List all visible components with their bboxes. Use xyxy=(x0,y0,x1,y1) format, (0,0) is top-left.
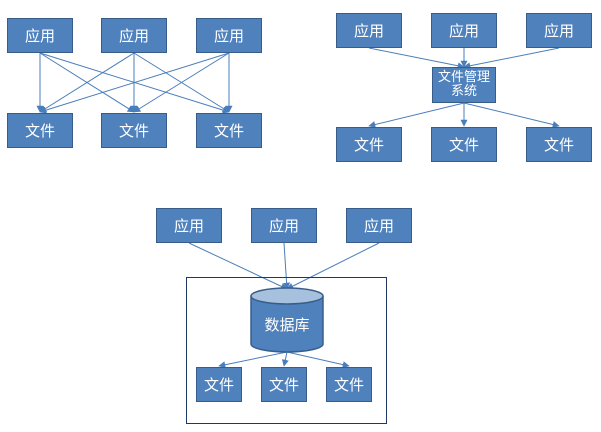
connector-b-app-2 xyxy=(463,47,560,70)
file-label: 文件 xyxy=(268,376,299,394)
connector-c-file-1 xyxy=(281,351,289,367)
connector-b-file-2 xyxy=(463,102,560,128)
manager-label: 文件管理系统 xyxy=(437,70,490,99)
file-label: 文件 xyxy=(353,136,384,154)
file-label: 文件 xyxy=(333,376,364,394)
app-box-c1: 应用 xyxy=(156,208,222,243)
file-management-system-box: 文件管理系统 xyxy=(432,67,496,103)
app-box-b1: 应用 xyxy=(336,13,402,48)
file-box-a1: 文件 xyxy=(7,113,73,148)
file-label: 文件 xyxy=(543,136,574,154)
file-box-c2: 文件 xyxy=(261,367,307,402)
connector-c-file-2 xyxy=(286,351,350,369)
database-cylinder-icon xyxy=(250,287,324,353)
database-container-frame xyxy=(186,277,387,424)
file-box-a3: 文件 xyxy=(196,113,262,148)
file-label: 文件 xyxy=(213,122,244,140)
connector-b-file-0 xyxy=(368,102,465,128)
file-box-b1: 文件 xyxy=(336,127,402,162)
app-label: 应用 xyxy=(363,217,394,235)
connector-b-app-0 xyxy=(368,47,465,70)
app-box-a3: 应用 xyxy=(196,18,262,53)
file-box-a2: 文件 xyxy=(101,113,167,148)
app-box-c3: 应用 xyxy=(346,208,412,243)
file-label: 文件 xyxy=(448,136,479,154)
app-label: 应用 xyxy=(213,27,244,45)
file-box-c3: 文件 xyxy=(326,367,372,402)
file-box-b2: 文件 xyxy=(431,127,497,162)
database-label: 数据库 xyxy=(264,316,310,334)
file-box-b3: 文件 xyxy=(526,127,592,162)
file-box-c1: 文件 xyxy=(196,367,242,402)
app-label: 应用 xyxy=(118,27,149,45)
app-label: 应用 xyxy=(448,22,479,40)
app-box-a1: 应用 xyxy=(7,18,73,53)
app-label: 应用 xyxy=(24,27,55,45)
app-box-b2: 应用 xyxy=(431,13,497,48)
connector-a-1-0 xyxy=(39,52,135,113)
connector-a-2-0 xyxy=(39,52,230,114)
app-label: 应用 xyxy=(268,217,299,235)
file-label: 文件 xyxy=(203,376,234,394)
connector-a-2-1 xyxy=(133,52,230,113)
connector-c-app-1 xyxy=(283,242,291,290)
file-label: 文件 xyxy=(24,122,55,140)
app-box-a2: 应用 xyxy=(101,18,167,53)
app-box-b3: 应用 xyxy=(526,13,592,48)
app-label: 应用 xyxy=(173,217,204,235)
connector-c-app-0 xyxy=(188,242,288,290)
connector-c-app-2 xyxy=(286,242,380,290)
app-box-c2: 应用 xyxy=(251,208,317,243)
app-label: 应用 xyxy=(353,22,384,40)
file-label: 文件 xyxy=(118,122,149,140)
connector-c-file-0 xyxy=(218,351,288,369)
app-label: 应用 xyxy=(543,22,574,40)
